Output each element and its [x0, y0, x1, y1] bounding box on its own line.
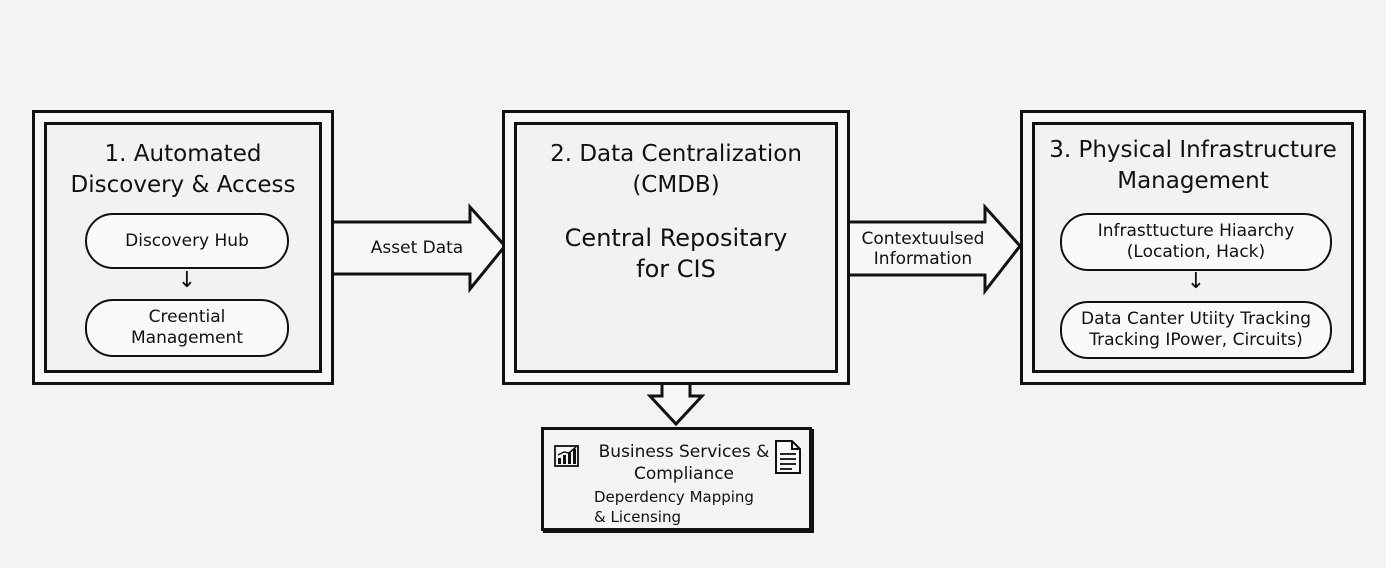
step3-down-arrow-icon: ↓: [1186, 269, 1206, 294]
document-icon: [775, 440, 801, 474]
step3-title: 3. Physical Infrastructure Management: [1049, 137, 1337, 194]
business-services-box: Business Services & Compliance Deperdenc…: [541, 427, 812, 531]
contextualised-information-label: Contextuulsed Information: [861, 229, 985, 269]
step2-inner-box: 2. Data Centralization (CMDB) Central Re…: [514, 122, 838, 373]
infrastructure-hierarchy-item: Infrasttucture Hiaarchy (Location, Hack): [1060, 213, 1332, 271]
discovery-hub-item: Discovery Hub: [85, 213, 289, 269]
dependency-mapping-text: Deperdency Mapping & Licensing: [594, 488, 754, 526]
step1-down-arrow-icon: ↓: [177, 268, 197, 293]
step2-box: 2. Data Centralization (CMDB) Central Re…: [502, 110, 850, 385]
data-center-utility-tracking-item: Data Canter Utiity Tracking Tracking IPo…: [1060, 301, 1332, 359]
asset-data-label: Asset Data: [370, 238, 464, 258]
step3-box: 3. Physical Infrastructure Management In…: [1020, 110, 1366, 385]
step3-inner-box: 3. Physical Infrastructure Management In…: [1032, 122, 1354, 373]
chart-icon: [554, 445, 579, 467]
step1-title: 1. Automated Discovery & Access: [70, 141, 296, 198]
arrow-down-to-business: [646, 384, 706, 427]
business-services-title: Business Services & Compliance: [598, 442, 770, 484]
step2-title: 2. Data Centralization (CMDB): [550, 141, 802, 198]
central-repository-text: Central Repositary for CIS: [564, 224, 788, 283]
step1-box: 1. Automated Discovery & Access Discover…: [32, 110, 334, 385]
step1-inner-box: 1. Automated Discovery & Access Discover…: [44, 122, 322, 373]
credential-management-item: Creential Management: [85, 299, 289, 357]
